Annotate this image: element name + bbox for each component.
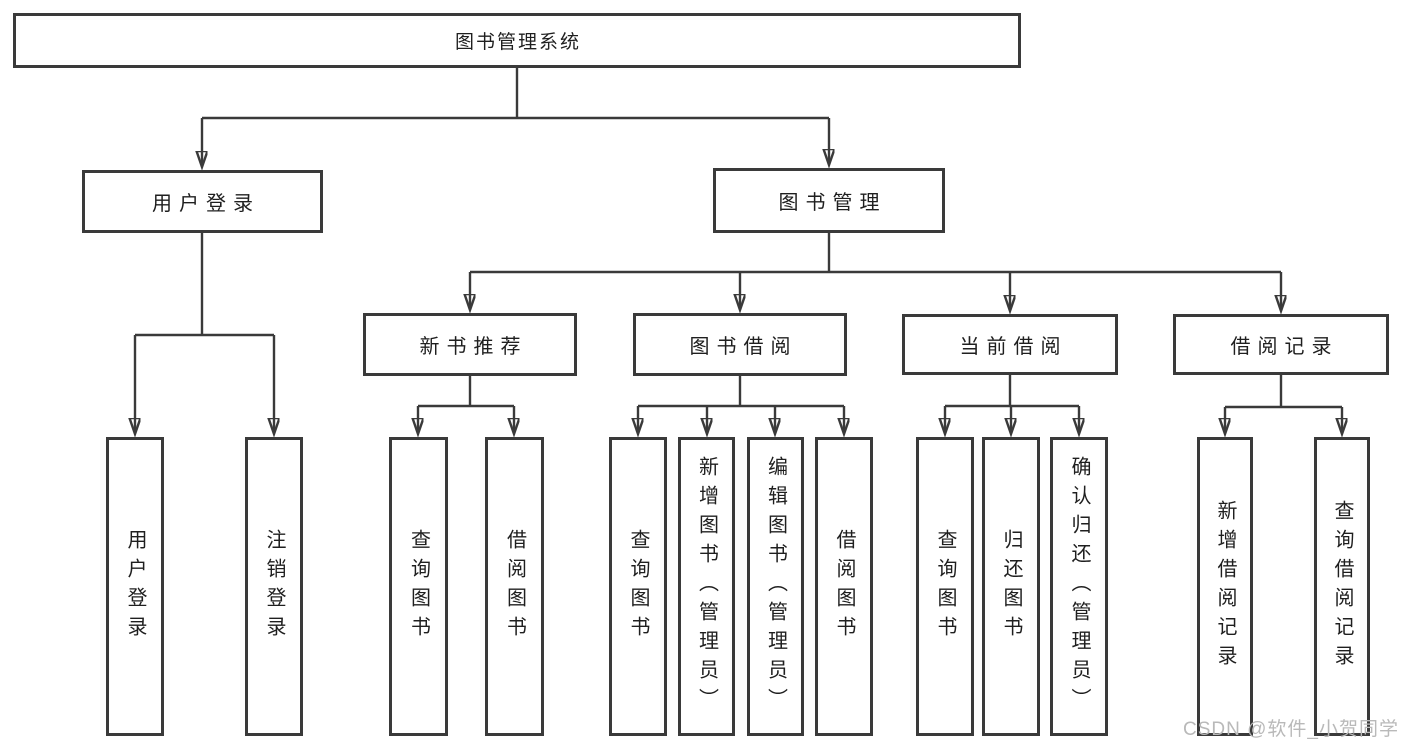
leaf-nr-borrow-books-label: 借阅图书 <box>503 528 526 645</box>
connector-current-borrow <box>945 375 1079 408</box>
node-new-book-recommend-label: 新书推荐 <box>419 336 528 358</box>
node-book-mgmt: 图书管理 <box>713 168 945 233</box>
leaf-cb-confirm-return-admin-label: 确认归还（管理员） <box>1068 456 1090 717</box>
leaf-user-login: 用户登录 <box>106 437 164 736</box>
leaf-bb-add-books-admin: 新增图书（管理员） <box>678 437 735 736</box>
leaf-logout-label: 注销登录 <box>263 528 285 645</box>
node-new-book-recommend: 新书推荐 <box>363 313 577 376</box>
leaf-bb-add-books-admin-label: 新增图书（管理员） <box>695 456 718 717</box>
node-root-label: 图书管理系统 <box>454 32 581 53</box>
leaf-cb-return-books: 归还图书 <box>982 437 1040 736</box>
leaf-user-login-label: 用户登录 <box>124 528 146 645</box>
node-book-mgmt-label: 图书管理 <box>778 192 887 214</box>
connector-book-mgmt <box>470 233 1281 274</box>
connector-user-login <box>135 233 274 337</box>
leaf-cb-confirm-return-admin: 确认归还（管理员） <box>1050 437 1108 736</box>
node-current-borrow-label: 当前借阅 <box>959 336 1068 358</box>
leaf-nr-borrow-books: 借阅图书 <box>485 437 544 736</box>
leaf-logout: 注销登录 <box>245 437 303 736</box>
leaf-br-add-record-label: 新增借阅记录 <box>1214 499 1236 674</box>
leaf-cb-query-books-label: 查询图书 <box>934 528 956 645</box>
node-book-borrow-label: 图书借阅 <box>689 336 798 358</box>
leaf-nr-query-books-label: 查询图书 <box>407 528 430 645</box>
leaf-bb-borrow-books-label: 借阅图书 <box>833 528 855 645</box>
connector-root <box>202 68 829 120</box>
leaf-cb-query-books: 查询图书 <box>916 437 974 736</box>
leaf-bb-edit-books-admin: 编辑图书（管理员） <box>747 437 804 736</box>
connector-book-borrow <box>638 376 844 408</box>
leaf-br-add-record: 新增借阅记录 <box>1197 437 1253 736</box>
leaf-nr-query-books: 查询图书 <box>389 437 448 736</box>
leaf-bb-query-books: 查询图书 <box>609 437 667 736</box>
leaf-br-query-record: 查询借阅记录 <box>1314 437 1370 736</box>
connector-new-recommend <box>418 376 514 408</box>
leaf-bb-borrow-books: 借阅图书 <box>815 437 873 736</box>
leaf-bb-query-books-label: 查询图书 <box>627 528 649 645</box>
node-user-login: 用户登录 <box>82 170 323 233</box>
leaf-bb-edit-books-admin-label: 编辑图书（管理员） <box>764 456 787 717</box>
node-borrow-records: 借阅记录 <box>1173 314 1389 375</box>
node-book-borrow: 图书借阅 <box>633 313 847 376</box>
node-user-login-label: 用户登录 <box>152 193 260 215</box>
node-borrow-records-label: 借阅记录 <box>1230 336 1339 358</box>
csdn-watermark: CSDN @软件_小贺同学 <box>1183 719 1399 740</box>
node-root: 图书管理系统 <box>13 13 1021 68</box>
connector-borrow-records <box>1225 375 1342 409</box>
leaf-br-query-record-label: 查询借阅记录 <box>1331 499 1353 674</box>
node-current-borrow: 当前借阅 <box>902 314 1118 375</box>
leaf-cb-return-books-label: 归还图书 <box>1000 528 1022 645</box>
